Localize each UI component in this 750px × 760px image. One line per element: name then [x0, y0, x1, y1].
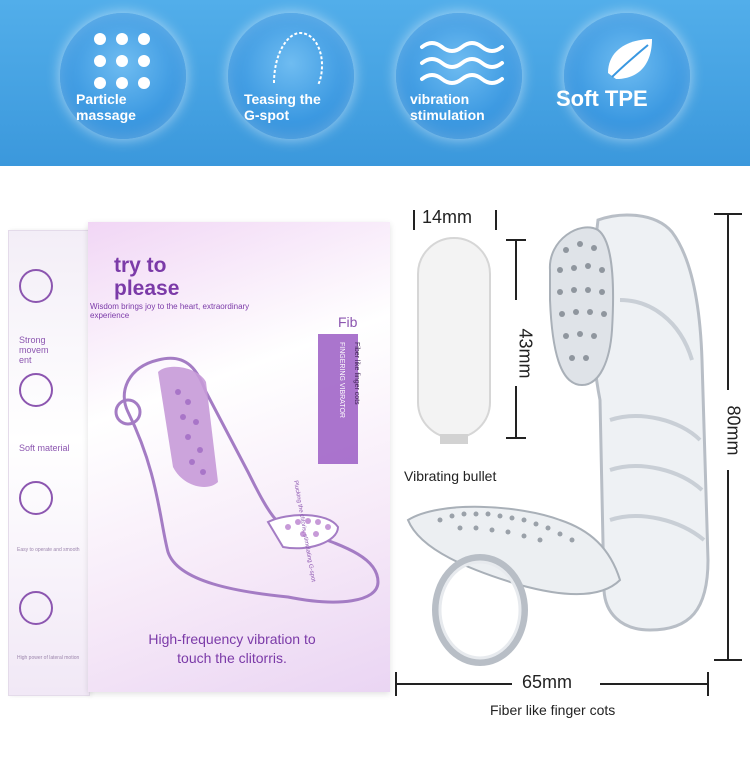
- product-caption: Fiber like finger cots: [490, 702, 616, 718]
- box-side-panel: Strong movem ent Soft material Easy to o…: [8, 230, 90, 696]
- bullet-caption: Vibrating bullet: [404, 468, 497, 484]
- side-caption: Easy to operate and smooth: [17, 547, 80, 553]
- package-text-2: Fiber like finger cots: [353, 342, 360, 405]
- droplet-outline-icon: [273, 31, 324, 86]
- feature-vibration-stimulation: vibration stimulation: [396, 13, 522, 139]
- feature-soft-tpe: Soft TPE: [556, 13, 690, 139]
- bullet-height-label: 43mm: [515, 328, 536, 379]
- feature-particle-massage: Particle massage: [60, 13, 186, 139]
- side-label-strong: Strong movem ent: [19, 335, 49, 365]
- box-front-panel: try to please Wisdom brings joy to the h…: [88, 222, 390, 692]
- package-text: FINGERING VIBRATOR: [338, 342, 345, 418]
- side-label-soft: Soft material: [19, 443, 70, 453]
- finger-cot-product: [406, 213, 710, 666]
- side-caption: High power of lateral motion: [17, 655, 80, 661]
- leaf-icon: [608, 39, 652, 79]
- wave-icon: [420, 41, 504, 85]
- feature-label: Teasing the G-spot: [244, 91, 321, 123]
- box-title: try to please: [114, 254, 180, 300]
- product-illustration: [114, 334, 380, 604]
- feature-label: Particle massage: [76, 91, 136, 123]
- wave-icon: [19, 373, 53, 407]
- box-tagline: Wisdom brings joy to the heart, extraord…: [90, 302, 250, 320]
- product-box: Strong movem ent Soft material Easy to o…: [8, 222, 390, 696]
- box-product-label: Fib: [338, 314, 358, 330]
- dot-grid-icon: [94, 33, 150, 89]
- total-width-label: 65mm: [522, 672, 573, 692]
- total-height-label: 80mm: [723, 405, 744, 456]
- feature-label: vibration stimulation: [410, 91, 485, 123]
- feature-label: Soft TPE: [556, 86, 648, 111]
- feature-banner: Particle massage Teasing the G-spot vibr…: [0, 0, 750, 166]
- vibration-icon: [19, 269, 53, 303]
- box-bottom-text: High-frequency vibration to touch the cl…: [148, 631, 316, 666]
- bullet-icon: [417, 237, 491, 439]
- droplet-icon: [19, 481, 53, 515]
- bullet-width-label: 14mm: [422, 207, 473, 227]
- mute-icon: [19, 591, 53, 625]
- feature-teasing-g-spot: Teasing the G-spot: [228, 13, 354, 139]
